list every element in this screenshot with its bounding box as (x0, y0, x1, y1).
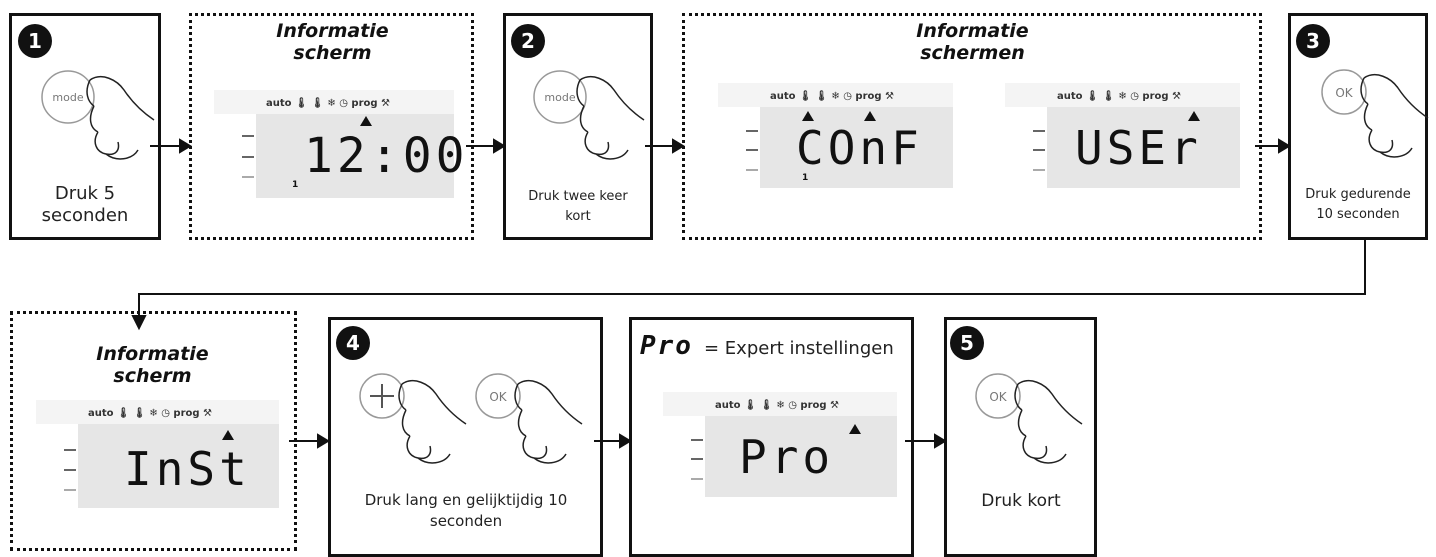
step-4-badge: 4 (336, 326, 370, 360)
expert-label: = Expert instellingen (704, 338, 894, 359)
svg-text:mode: mode (544, 91, 575, 104)
step-5-badge: 5 (950, 326, 984, 360)
svg-text:OK: OK (1335, 86, 1353, 100)
ok-button-icon-2: OK (475, 373, 583, 464)
lcd-user: auto 🌡 🌡 ❄ ◷ prog ⚒ USEr (1005, 83, 1240, 188)
step-5-caption: Druk kort (981, 491, 1061, 511)
mode-button-icon-2: mode (533, 70, 645, 160)
lcd-user-value: USEr (1075, 121, 1202, 175)
illustrations: mode mode OK OK OK (41, 69, 1429, 464)
svg-text:OK: OK (989, 390, 1007, 404)
lcd-icon-row: auto 🌡 🌡 ❄ ◷ prog ⚒ (266, 98, 390, 109)
expert-code: Pro (640, 331, 693, 361)
step-3-badge: 3 (1296, 24, 1330, 58)
ok-button-icon: OK (1321, 69, 1429, 158)
step-1-caption: Druk 5 seconden (41, 183, 129, 226)
plus-button-icon (359, 373, 467, 464)
step-3-box (1288, 13, 1428, 240)
step-2-box (503, 13, 653, 240)
step-1-badge: 1 (18, 24, 52, 58)
step-1-box (9, 13, 161, 240)
lcd-inst-value: InSt (124, 442, 251, 496)
lcd-inst: auto 🌡 🌡 ❄ ◷ prog ⚒ InSt (36, 400, 279, 508)
lcd-conf: auto 🌡 🌡 ❄ ◷ prog ⚒ COnF 1 (718, 83, 953, 188)
info-screen-1-title: Informatie scherm (276, 20, 389, 64)
lcd-time-value: 12:00 (304, 128, 469, 184)
lcd-time: auto 🌡 🌡 ❄ ◷ prog ⚒ 12:00 1 (214, 90, 465, 198)
info-screens-box (682, 13, 1262, 240)
lcd-pro: auto 🌡 🌡 ❄ ◷ prog ⚒ Pro (663, 392, 897, 497)
lcd-conf-value: COnF (796, 121, 923, 175)
step-2-badge: 2 (511, 24, 545, 58)
info-screen-2-title: Informatie scherm (96, 343, 209, 387)
svg-text:OK: OK (489, 390, 507, 404)
mode-button-icon: mode (41, 70, 155, 160)
ok-button-icon-3: OK (975, 373, 1083, 464)
info-screens-title: Informatie schermen (916, 20, 1029, 64)
step-2-caption: Druk twee keer kort (528, 189, 628, 224)
step-3-caption: Druk gedurende 10 seconden (1305, 187, 1411, 222)
info-screen-1-box (189, 13, 474, 240)
flow-arrows (131, 138, 1366, 449)
lcd-pro-value: Pro (739, 430, 835, 484)
step-4-caption: Druk lang en gelijktijdig 10 seconden (364, 491, 568, 530)
mode-text: mode (52, 91, 83, 104)
